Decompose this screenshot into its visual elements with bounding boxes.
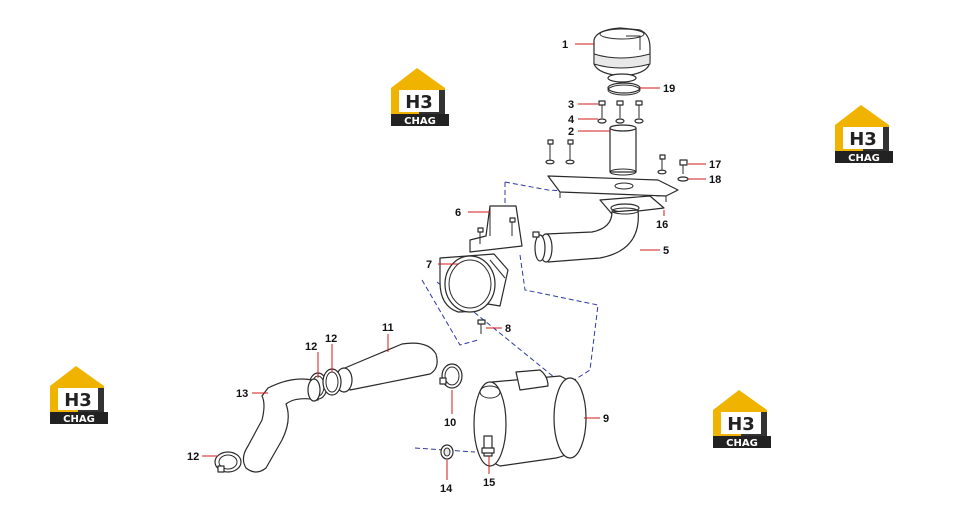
callout-labels: 1 19 3 4 2 17 18 6 16 5 7 8 11 12 12 13 …: [187, 39, 721, 495]
part-11-hose: [335, 342, 438, 393]
watermark-caption: CHAG: [404, 116, 436, 127]
callout-17: 17: [709, 159, 721, 171]
callout-15: 15: [483, 477, 495, 489]
watermark-logo: H3 CHAG: [50, 366, 108, 425]
callout-1: 1: [562, 39, 568, 51]
callout-5: 5: [663, 245, 669, 257]
callout-3: 3: [568, 99, 574, 111]
callout-8: 8: [505, 323, 511, 335]
part-12-clamp-b: [322, 368, 342, 396]
leader-lines: [202, 43, 706, 480]
callout-10: 10: [444, 417, 456, 429]
part-14-indicator: [440, 444, 454, 460]
part-4-washers: [597, 118, 644, 124]
part-9-air-cleaner: [473, 369, 587, 467]
watermark-caption: CHAG: [726, 438, 758, 449]
watermark-caption: CHAG: [63, 414, 95, 425]
part-1-precleaner-cap: [593, 27, 651, 83]
callout-12-c: 12: [187, 451, 199, 463]
part-3-bolts: [598, 100, 643, 118]
watermark-logo: H3 CHAG: [835, 105, 893, 164]
part-8-bolt: [477, 319, 486, 334]
watermark-logo-text: H3: [849, 129, 877, 150]
callout-12-a: 12: [305, 341, 317, 353]
callout-11: 11: [382, 322, 394, 334]
part-17-bolt: [679, 159, 688, 174]
part-6-bracket: [469, 205, 523, 253]
watermark-logo-text: H3: [727, 414, 755, 435]
callout-2: 2: [568, 126, 574, 138]
callout-13: 13: [236, 388, 248, 400]
callout-18: 18: [709, 174, 721, 186]
watermark-logo: H3 CHAG: [713, 390, 771, 449]
callout-12-b: 12: [325, 333, 337, 345]
part-10-clamp: [439, 363, 463, 389]
part-5-elbow-hose: [532, 207, 639, 263]
part-12-clamp-c: [214, 451, 242, 473]
part-19-clamp: [607, 82, 641, 96]
callout-9: 9: [603, 413, 609, 425]
part-7-strap-bracket: [439, 253, 509, 313]
callout-16: 16: [656, 219, 668, 231]
part-2-intake-tube: [609, 124, 637, 176]
watermark-caption: CHAG: [848, 153, 880, 164]
callout-6: 6: [455, 207, 461, 219]
callout-7: 7: [426, 259, 432, 271]
watermark-logo-text: H3: [64, 390, 92, 411]
callout-19: 19: [663, 83, 675, 95]
part-13-hose: [242, 378, 321, 473]
callout-14: 14: [440, 483, 453, 495]
part-18-washer: [677, 176, 689, 182]
part-15-fitting: [481, 435, 495, 457]
callout-4: 4: [568, 114, 575, 126]
part-mounting-plate: [545, 139, 679, 202]
watermark-logo: H3 CHAG: [391, 68, 449, 127]
watermark-logo-text: H3: [405, 92, 433, 113]
